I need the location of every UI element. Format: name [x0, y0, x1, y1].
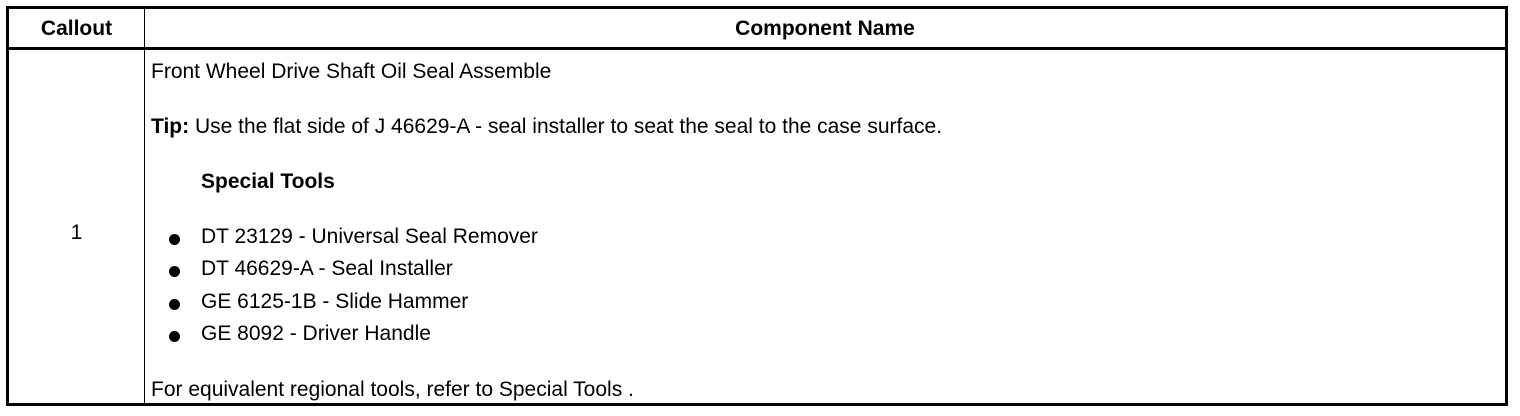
component-table: Callout Component Name 1 Front Wheel Dri… [6, 6, 1508, 406]
column-divider [144, 9, 145, 403]
tip-text: Use the flat side of J 46629-A - seal in… [189, 115, 943, 138]
bullet-icon [169, 299, 180, 310]
special-tool-item: DT 23129 - Universal Seal Remover [201, 225, 538, 248]
special-tool-item: GE 8092 - Driver Handle [201, 322, 431, 345]
bullet-icon [169, 331, 180, 342]
footnote: For equivalent regional tools, refer to … [151, 378, 634, 401]
special-tool-item: DT 46629-A - Seal Installer [201, 257, 453, 280]
component-name: Front Wheel Drive Shaft Oil Seal Assembl… [151, 60, 552, 83]
bullet-icon [169, 266, 180, 277]
special-tools-heading: Special Tools [201, 170, 335, 193]
tip-label: Tip: [151, 115, 190, 138]
tip-line: Tip: Use the flat side of J 46629-A - se… [151, 115, 942, 139]
bullet-icon [169, 234, 180, 245]
header-callout: Callout [40, 17, 113, 40]
callout-number: 1 [70, 221, 83, 244]
header-component-name: Component Name [735, 17, 915, 40]
header-divider [9, 47, 1505, 50]
special-tool-item: GE 6125-1B - Slide Hammer [201, 290, 469, 313]
